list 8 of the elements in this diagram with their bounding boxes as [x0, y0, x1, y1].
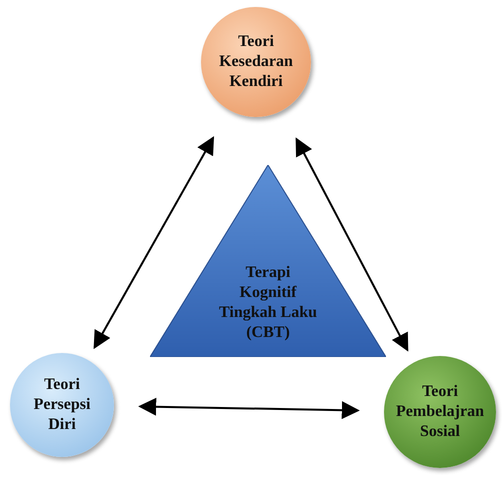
node-label: Teori Pembelajran Sosial [395, 382, 485, 442]
triangle-shape [150, 165, 386, 357]
arrow [94, 136, 214, 350]
node-label: Terapi Kognitif Tingkah Laku (CBT) [218, 263, 318, 343]
node-label: Teori Persepsi Diri [32, 375, 92, 435]
arrow [138, 398, 360, 420]
node-label: Teori Kesedaran Kendiri [218, 32, 294, 92]
arrow [296, 137, 408, 352]
